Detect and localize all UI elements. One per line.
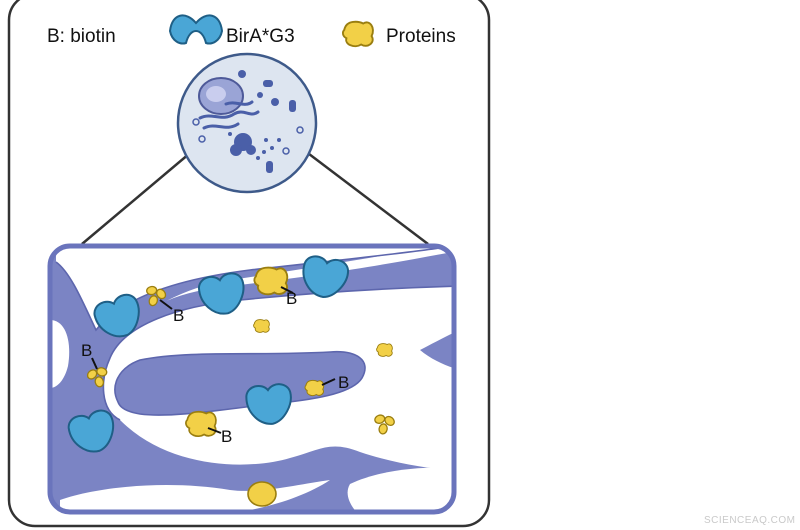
legend-protein-icon [341,20,374,48]
protein-icon [253,319,270,333]
biotin-tags: B B B B B [81,286,349,446]
protein-icon [247,481,277,507]
legend-protein-label: Proteins [386,26,456,47]
legend-enzyme-label: BirA*G3 [226,26,295,47]
proteins [185,266,393,507]
legend-enzyme-icon [168,14,224,45]
biotin-tag: B [338,373,349,392]
biotin-tag: B [286,289,297,308]
biotin-tag: B [173,306,184,325]
protein-icon [376,343,393,357]
cell-illustration [176,52,318,194]
biotin-tag: B [81,341,92,360]
protein-icon [185,410,217,438]
legend-biotin-label: B: biotin [47,26,116,47]
zoom-line-left [81,147,197,245]
biotin-tag: B [221,427,232,446]
watermark: SCIENCEAQ.COM [704,515,796,526]
legend: B: biotin BirA*G3 Proteins [47,14,456,48]
magnified-er-region [47,243,457,515]
protein-icon [253,266,289,296]
protein-icon [304,379,325,397]
